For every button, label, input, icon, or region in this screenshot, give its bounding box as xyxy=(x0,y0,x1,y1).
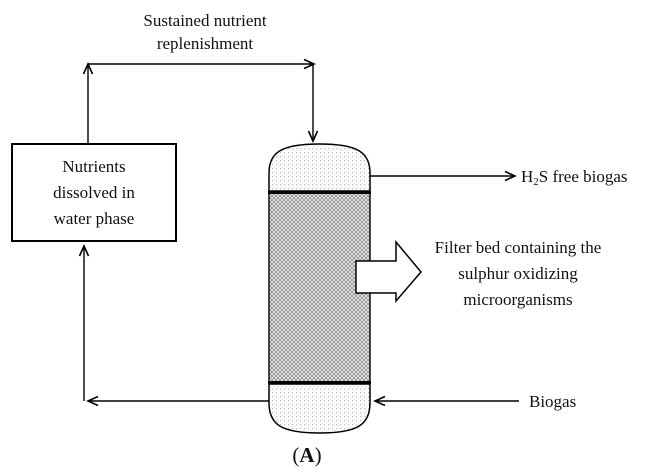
h2s-label-base-pre: H xyxy=(521,167,534,186)
panel-label-open: ( xyxy=(292,443,300,467)
nutrients-box-label: Nutrients dissolved in water phase xyxy=(53,156,135,228)
panel-label-letter: A xyxy=(299,443,315,467)
nutrient-replenishment-path xyxy=(82,58,319,143)
panel-label: (A) xyxy=(277,443,337,467)
biogas-inlet-label: Biogas xyxy=(529,392,577,411)
nutrients-box: Nutrients dissolved in water phase xyxy=(11,143,177,242)
filter-bed-pointer-arrow xyxy=(355,239,422,304)
h2s-label-subscript: 2 xyxy=(533,176,539,188)
h2s-label-base-post: S free biogas xyxy=(538,167,628,186)
panel-label-close: ) xyxy=(314,443,322,467)
column-bottom-cap xyxy=(268,383,371,434)
filter-bed-body xyxy=(268,191,371,384)
diagram-title: Sustained nutrient replenishment xyxy=(143,11,267,53)
recycle-path xyxy=(78,244,270,407)
h2s-outlet-label: H2S free biogas xyxy=(521,166,628,193)
column-top-cap xyxy=(268,143,371,192)
filter-bed-label: Filter bed containing the sulphur oxidiz… xyxy=(434,238,602,309)
